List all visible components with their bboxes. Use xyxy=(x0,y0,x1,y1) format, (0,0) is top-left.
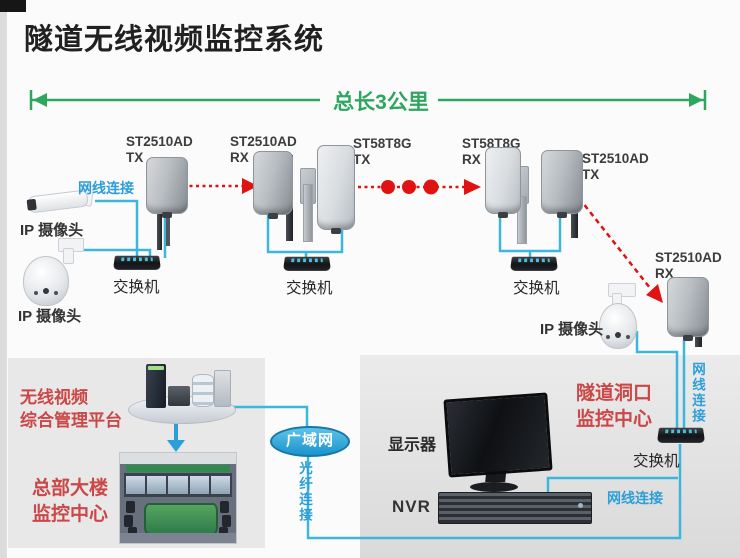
antenna-1-pole xyxy=(157,210,162,250)
antenna-6 xyxy=(667,277,709,341)
lan-cable-label-top: 网线连接 xyxy=(78,180,134,196)
hq-center-label: 总部大楼 监控中心 xyxy=(32,478,109,525)
antenna-2-label: ST2510AD RX xyxy=(230,134,297,165)
network-cables xyxy=(67,199,686,540)
antenna-3 xyxy=(317,145,355,234)
antenna-5 xyxy=(541,150,583,218)
antenna-3-pole xyxy=(303,184,313,242)
antenna-1 xyxy=(146,157,188,218)
page-title: 隧道无线视频监控系统 xyxy=(24,24,325,56)
measure-arrow xyxy=(29,90,707,110)
dome-camera-1-icon xyxy=(23,256,69,306)
antenna-1-label: ST2510AD TX xyxy=(126,134,193,165)
platform-label: 无线视频 综合管理平台 xyxy=(20,388,122,430)
antenna-6-label: ST2510AD RX xyxy=(655,250,722,281)
platform-down-arrow xyxy=(167,423,185,452)
monitor-icon xyxy=(443,392,553,478)
tunnel-center-label: 隧道洞口 监控中心 xyxy=(575,383,652,430)
dome-camera-2-icon xyxy=(599,303,637,349)
wan-node: 广域网 xyxy=(270,426,350,457)
dome-camera-1-neck xyxy=(63,248,74,264)
antenna-3-label: ST58T8G TX xyxy=(353,136,412,167)
switch-2-label: 交换机 xyxy=(286,280,333,297)
server-rack-icon xyxy=(214,370,231,407)
antenna-2 xyxy=(253,151,293,219)
ip-camera-2-label: IP 摄像头 xyxy=(18,308,82,325)
nvr-icon xyxy=(438,492,592,524)
switch-3-icon xyxy=(509,256,559,271)
server-tower-icon xyxy=(146,364,166,408)
left-edge-strip xyxy=(0,0,7,558)
switch-3-label: 交换机 xyxy=(513,280,560,297)
lan-cable-label-nvr: 网线连接 xyxy=(607,490,663,506)
wireless-link-arrows xyxy=(183,178,663,303)
total-length-label: 总长3公里 xyxy=(333,91,429,114)
nvr-label: NVR xyxy=(392,497,431,516)
switch-4-label: 交换机 xyxy=(633,453,680,470)
switch-4-icon xyxy=(656,427,706,443)
antenna-1-pole2 xyxy=(166,210,170,246)
switch-1-label: 交换机 xyxy=(113,279,160,296)
lan-cable-label-right: 网线连接 xyxy=(690,362,705,424)
server-box-icon xyxy=(168,386,190,406)
antenna-4-pole xyxy=(517,196,527,244)
switch-1-icon xyxy=(112,255,162,270)
storage-cylinders-icon xyxy=(192,374,214,407)
monitor-label: 显示器 xyxy=(388,437,437,454)
fiber-cable-label: 光纤连接 xyxy=(297,461,312,523)
switch-2-icon xyxy=(282,256,332,271)
antenna-5-label: ST2510AD TX xyxy=(582,151,649,182)
antenna-4 xyxy=(485,147,521,218)
ip-camera-1-label: IP 摄像头 xyxy=(20,222,84,239)
monitoring-room-photo xyxy=(119,452,237,544)
ip-camera-3-label: IP 摄像头 xyxy=(540,321,604,338)
corner-mark xyxy=(0,0,26,12)
monitor-base xyxy=(470,482,518,492)
